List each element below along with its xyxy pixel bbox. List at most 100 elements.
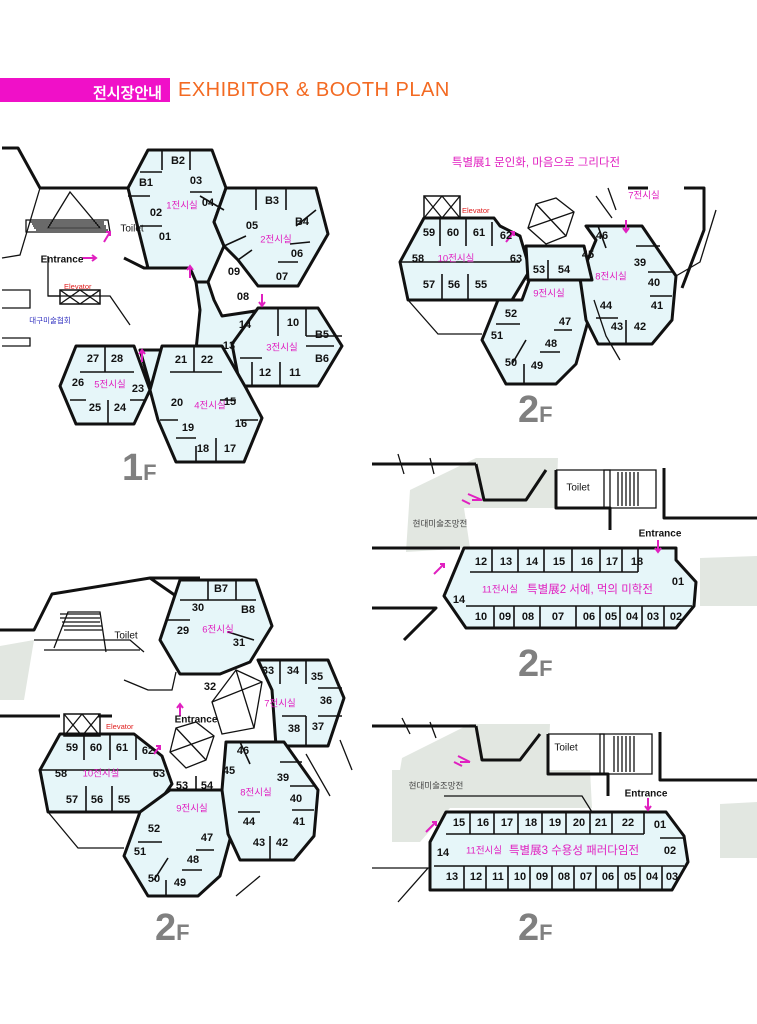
booth-60: 60 (447, 227, 459, 239)
toilet-label-mid: Toilet (566, 483, 590, 494)
booth-33: 33 (262, 665, 274, 677)
booth-07: 07 (580, 871, 592, 883)
booth-11: 11 (492, 871, 504, 883)
hall-9-label-top: 9전시실 (533, 289, 565, 300)
booth-12: 12 (259, 367, 271, 379)
floor-label-2f-mid: 2F (518, 643, 553, 685)
booth-43: 43 (253, 837, 265, 849)
booth-16: 16 (581, 556, 593, 568)
toilet-label-left: Toilet (114, 631, 138, 642)
floor-label-2f-bot: 2F (518, 907, 553, 949)
booth-20: 20 (171, 397, 183, 409)
booth-02: 02 (670, 611, 682, 623)
booth-10: 10 (287, 317, 299, 329)
elevator-label-left: Elevator (106, 722, 134, 731)
booth-23: 23 (132, 383, 144, 395)
booth-21: 21 (595, 817, 607, 829)
booth-44: 44 (243, 816, 256, 828)
booth-49: 49 (531, 360, 543, 372)
plan-2f-left (0, 576, 353, 898)
floor-label-1f: 1F (122, 447, 157, 489)
booth-05: 05 (246, 220, 258, 232)
booth-19: 19 (182, 422, 194, 434)
booth-32: 32 (204, 681, 216, 693)
booth-14: 14 (239, 319, 252, 331)
hall-7-label-left: 7전시실 (264, 699, 296, 710)
booth-14: 14 (453, 594, 466, 606)
booth-04: 04 (646, 871, 659, 883)
booth-09: 09 (228, 266, 240, 278)
booth-20: 20 (573, 817, 585, 829)
booth-06: 06 (602, 871, 614, 883)
booth-39: 39 (634, 257, 646, 269)
booth-18: 18 (631, 556, 643, 568)
booth-06: 06 (583, 611, 595, 623)
booth-13: 13 (446, 871, 458, 883)
booth-03: 03 (647, 611, 659, 623)
booth-10: 10 (475, 611, 487, 623)
booth-53: 53 (533, 264, 545, 276)
booth-43: 43 (611, 321, 623, 333)
entrance-label-bot: Entrance (625, 789, 668, 800)
booth-05: 05 (605, 611, 617, 623)
entrance-label-mid: Entrance (639, 529, 682, 540)
booth-38: 38 (288, 723, 300, 735)
plan-2f-left-labels: Toilet Entrance Elevator 6전시실 7전시실 10전시실… (55, 583, 332, 949)
booth-61: 61 (473, 227, 485, 239)
booth-13: 13 (223, 340, 235, 352)
booth-63: 63 (510, 253, 522, 265)
plan-2f-top: 특별展1 문인화, 마음으로 그리다전 (398, 156, 717, 386)
booth-B4: B4 (295, 216, 310, 228)
booth-10: 10 (514, 871, 526, 883)
booth-24: 24 (114, 402, 127, 414)
booth-35: 35 (311, 671, 323, 683)
hall-3-label: 3전시실 (266, 343, 298, 354)
booth-26: 26 (72, 377, 84, 389)
booth-12: 12 (475, 556, 487, 568)
booth-27: 27 (87, 353, 99, 365)
elevator-label: Elevator (64, 282, 92, 291)
booth-39: 39 (277, 772, 289, 784)
special-exhibit-3-label: 특별展3 수용성 패러다임전 (509, 844, 639, 857)
hall-11-label-bot: 11전시실 (466, 846, 502, 857)
association-label: 대구미술협회 (29, 315, 70, 325)
booth-41: 41 (651, 300, 663, 312)
plan-1f (1, 146, 344, 464)
booth-46: 46 (237, 745, 249, 757)
booth-03: 03 (666, 871, 678, 883)
hall-10-label-top: 10전시실 (438, 254, 475, 265)
booth-B5: B5 (315, 329, 329, 341)
booth-47: 47 (201, 832, 213, 844)
booth-B6: B6 (315, 353, 329, 365)
booth-01: 01 (672, 576, 684, 588)
entrance-label-left: Entrance (175, 715, 218, 726)
entrance-label: Entrance (41, 255, 84, 266)
booth-58: 58 (412, 253, 424, 265)
booth-15: 15 (224, 396, 236, 408)
booth-19: 19 (549, 817, 561, 829)
booth-28: 28 (111, 353, 123, 365)
hall-11-label-mid: 11전시실 (482, 585, 518, 596)
booth-13: 13 (500, 556, 512, 568)
special-exhibit-2-label: 특별展2 서예, 먹의 미학전 (527, 583, 653, 596)
plan-2f-mid (372, 453, 757, 642)
booth-55: 55 (475, 279, 487, 291)
booth-12: 12 (470, 871, 482, 883)
booth-17: 17 (224, 443, 236, 455)
booth-09: 09 (499, 611, 511, 623)
booth-B1: B1 (139, 177, 153, 189)
booth-40: 40 (290, 793, 302, 805)
booth-50: 50 (148, 873, 160, 885)
booth-56: 56 (91, 794, 103, 806)
hall-2-label: 2전시실 (260, 235, 292, 246)
hall-9-label-left: 9전시실 (176, 804, 208, 815)
booth-55: 55 (118, 794, 130, 806)
booth-07: 07 (552, 611, 564, 623)
header-tag-text: 전시장안내 (92, 85, 162, 102)
floor-label-2f-left: 2F (155, 907, 190, 949)
